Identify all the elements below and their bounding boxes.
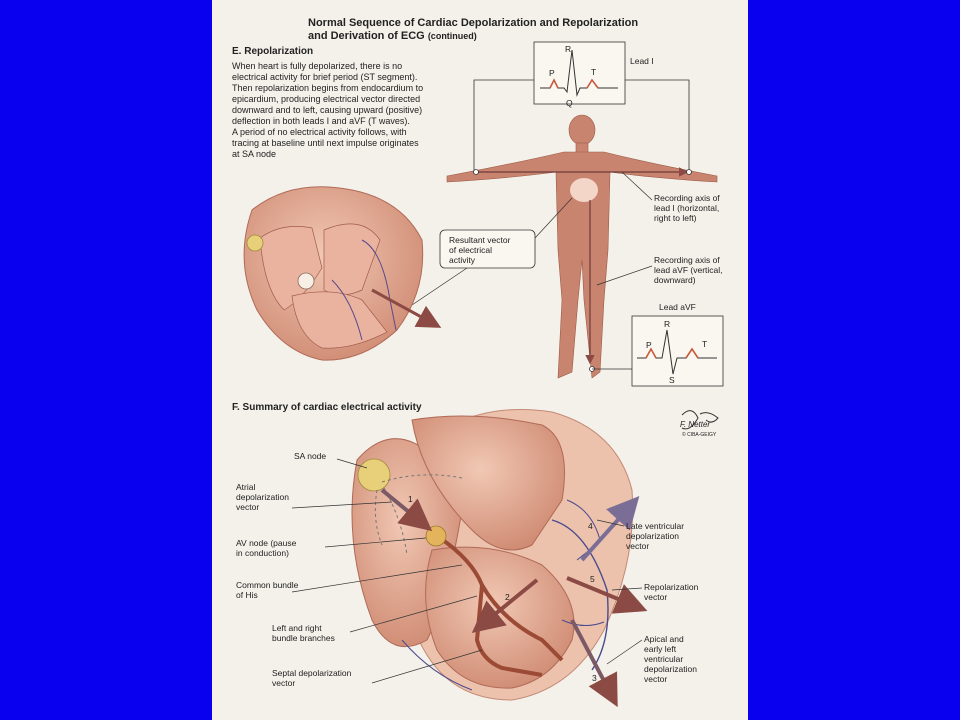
atrial-vector-label-line: depolarization	[236, 492, 289, 502]
lead-wire-left-arm	[625, 79, 690, 172]
sa-node-label: SA node	[294, 451, 327, 461]
lead-avf-axis-label-line: Recording axis of	[654, 255, 720, 265]
vector-2-arrow	[471, 578, 539, 634]
repol-vector-label-line: vector	[644, 592, 668, 602]
page-title-line1: Normal Sequence of Cardiac Depolarizatio…	[308, 17, 639, 29]
late-vector-label-line: vector	[626, 541, 650, 551]
repol-vector-label-line: Repolarization	[644, 582, 699, 592]
page-title-line2: and Derivation of ECG (continued)	[308, 30, 477, 43]
vector-number-2: 2	[505, 592, 510, 602]
section-f-heading: F. Summary of cardiac electrical activit…	[232, 402, 422, 413]
illustration-page: Normal Sequence of Cardiac Depolarizatio…	[212, 0, 748, 720]
vector-number-4: 4	[588, 521, 593, 531]
septal-vector-label-line: vector	[272, 678, 296, 688]
paragraph-line: tracing at baseline until next impulse o…	[232, 138, 419, 148]
vector-number-1: 1	[408, 494, 413, 504]
lead-i-ecg-box	[533, 41, 626, 105]
paragraph-line: deflection in both leads I and aVF (T wa…	[232, 116, 410, 126]
resultant-vector-label-line: Resultant vector	[449, 235, 511, 245]
paragraph-line: A period of no electrical activity follo…	[232, 127, 407, 137]
apical-vector-label-line: vector	[644, 674, 668, 684]
vector-1-arrow	[380, 488, 433, 532]
paragraph-line: electrical activity for brief period (ST…	[232, 72, 418, 82]
apical-vector-label-line: early left	[644, 644, 677, 654]
late-vector-label-line: depolarization	[626, 531, 679, 541]
resultant-vector-arrow	[371, 288, 442, 328]
apical-vector-label-line: ventricular	[644, 654, 684, 664]
atrial-vector-label-line: Atrial	[236, 482, 256, 492]
late-vector-label-line: Late ventricular	[626, 521, 685, 531]
vector-number-5: 5	[590, 574, 595, 584]
lead-i-axis-label-line: lead I (horizontal,	[654, 203, 720, 213]
lead-i-q-label: Q	[566, 98, 573, 108]
lead-avf-label: Lead aVF	[659, 302, 696, 312]
page-title-suffix: (continued)	[427, 31, 477, 41]
lead-i-r-label: R	[565, 44, 572, 54]
vector-4-arrow	[580, 496, 640, 562]
lead-avf-axis-label-line: lead aVF (vertical,	[654, 265, 723, 275]
paragraph-line: downward and to left, causing upward (po…	[232, 105, 423, 115]
paragraph-line: epicardium, producing electrical vector …	[232, 94, 421, 104]
right-arm-electrode	[473, 169, 479, 175]
lead-avf-t-label: T	[702, 339, 708, 349]
lead-avf-s-label: S	[669, 375, 675, 385]
av-node	[425, 525, 447, 547]
page-title-text: and Derivation of ECG	[308, 30, 425, 42]
lead-wire-right-arm	[473, 79, 534, 172]
vector-5-arrow	[566, 576, 648, 614]
signature-mark: © CIBA-GEIGY	[682, 432, 717, 438]
paragraph-line: at SA node	[232, 149, 277, 159]
lead-i-axis-label-line: right to left)	[654, 213, 697, 223]
lead-avf-ecg-box	[631, 315, 724, 387]
his-bundle-label-line: of His	[236, 590, 258, 600]
bundle-branches-label-line: Left and right	[272, 623, 322, 633]
bundle-branches-label-line: bundle branches	[272, 633, 335, 643]
paragraph-line: When heart is fully depolarized, there i…	[232, 61, 403, 71]
resultant-vector-callout-box	[439, 229, 536, 269]
atrial-vector-label-line: vector	[236, 502, 260, 512]
paragraph-line: Then repolarization begins from endocard…	[232, 83, 424, 93]
signature-name: F. Netter	[680, 420, 711, 429]
vector-3-arrow	[570, 619, 618, 708]
sa-node	[357, 458, 391, 492]
lower-heart-illustration	[291, 409, 648, 708]
lead-i-axis-label-line: Recording axis of	[654, 193, 720, 203]
av-node-label-line: in conduction)	[236, 548, 289, 558]
septal-vector-label-line: Septal depolarization	[272, 668, 352, 678]
section-e-heading: E. Repolarization	[232, 46, 314, 57]
apical-vector-label-line: depolarization	[644, 664, 697, 674]
his-bundle-label-line: Common bundle	[236, 580, 299, 590]
lead-avf-r-label: R	[664, 319, 671, 329]
vector-number-3: 3	[592, 673, 597, 683]
upper-heart-illustration	[243, 186, 442, 361]
lead-i-t-label: T	[591, 67, 597, 77]
netter-signature	[681, 410, 719, 430]
av-node-label-line: AV node (pause	[236, 538, 297, 548]
left-arm-electrode	[686, 169, 692, 175]
resultant-vector-label-line: activity	[449, 255, 475, 265]
diagram-drawing	[243, 41, 724, 708]
lead-i-p-label: P	[549, 68, 555, 78]
resultant-vector-label-line: of electrical	[449, 245, 492, 255]
lead-i-label: Lead I	[630, 56, 654, 66]
lead-avf-p-label: P	[646, 340, 652, 350]
apical-vector-label-line: Apical and	[644, 634, 684, 644]
lead-avf-axis-label-line: downward)	[654, 275, 696, 285]
